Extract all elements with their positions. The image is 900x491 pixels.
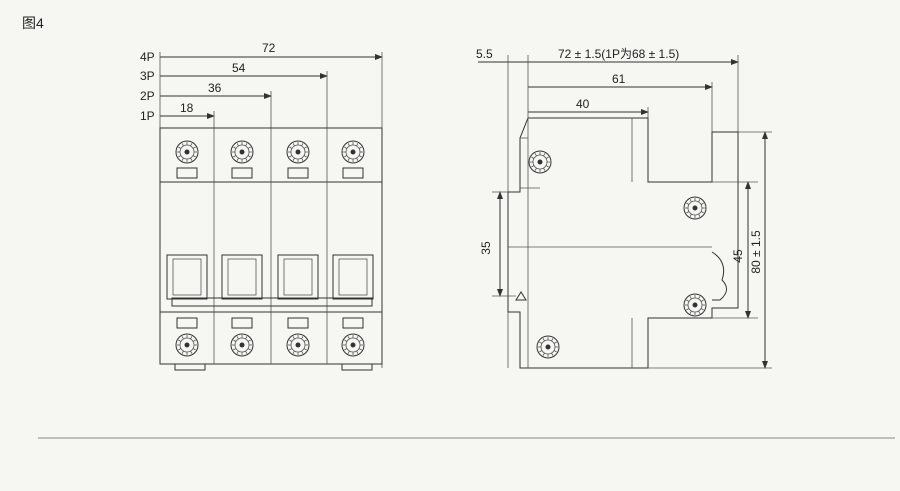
depth-front-label: 40 [576, 97, 590, 111]
terminal-clamp [176, 167, 198, 179]
breaker-front-body [159, 127, 383, 371]
bottom-terminal-icon [286, 333, 310, 357]
top-terminal-icon [230, 140, 254, 164]
pole-label-1p: 1P [140, 109, 155, 123]
handle-inner [172, 258, 202, 296]
terminal-clamp [231, 317, 253, 329]
handle-icon [277, 254, 319, 300]
side-screw-icon [528, 150, 552, 174]
poles [166, 140, 374, 357]
terminal-clamp [287, 167, 309, 179]
handle-icon [221, 254, 263, 300]
depth-total-label: 72 ± 1.5(1P为68 ± 1.5) [558, 47, 679, 61]
top-terminal-icon [286, 140, 310, 164]
width-label-72: 72 [262, 41, 276, 55]
side-screws [528, 150, 707, 359]
handle-icon [332, 254, 374, 300]
terminal-clamp [287, 317, 309, 329]
front-view: 4P 3P 2P 1P 72 54 36 18 [140, 41, 383, 371]
pole-label-2p: 2P [140, 89, 155, 103]
side-screw-icon [683, 293, 707, 317]
side-screw-icon [683, 196, 707, 220]
terminal-clamp [176, 317, 198, 329]
top-terminal-icon [175, 140, 199, 164]
terminal-clamp [342, 317, 364, 329]
width-label-36: 36 [208, 81, 222, 95]
figure-label: 图4 [22, 15, 44, 31]
pole-label-4p: 4P [140, 50, 155, 64]
height-total-label: 80 ± 1.5 [749, 230, 763, 274]
depth-mid-label: 61 [612, 72, 626, 86]
terminal-clamp [231, 167, 253, 179]
bottom-terminal-icon [230, 333, 254, 357]
side-view: 5.5 72 ± 1.5(1P为68 ± 1.5) 61 40 35 45 [476, 47, 772, 369]
handle-inner [283, 258, 313, 296]
height-inner-label: 35 [479, 241, 493, 255]
bottom-terminal-icon [175, 333, 199, 357]
breaker-side-body [507, 117, 739, 369]
terminal-clamp [342, 167, 364, 179]
side-screw-icon [536, 335, 560, 359]
handle-icon [166, 254, 208, 300]
handle-inner [227, 258, 257, 296]
offset-label: 5.5 [476, 47, 493, 61]
width-label-54: 54 [232, 61, 246, 75]
handle-inner [338, 258, 368, 296]
width-label-18: 18 [180, 101, 194, 115]
height-mid-label: 45 [731, 249, 745, 263]
top-terminal-icon [341, 140, 365, 164]
pole-label-3p: 3P [140, 69, 155, 83]
bottom-terminal-icon [341, 333, 365, 357]
